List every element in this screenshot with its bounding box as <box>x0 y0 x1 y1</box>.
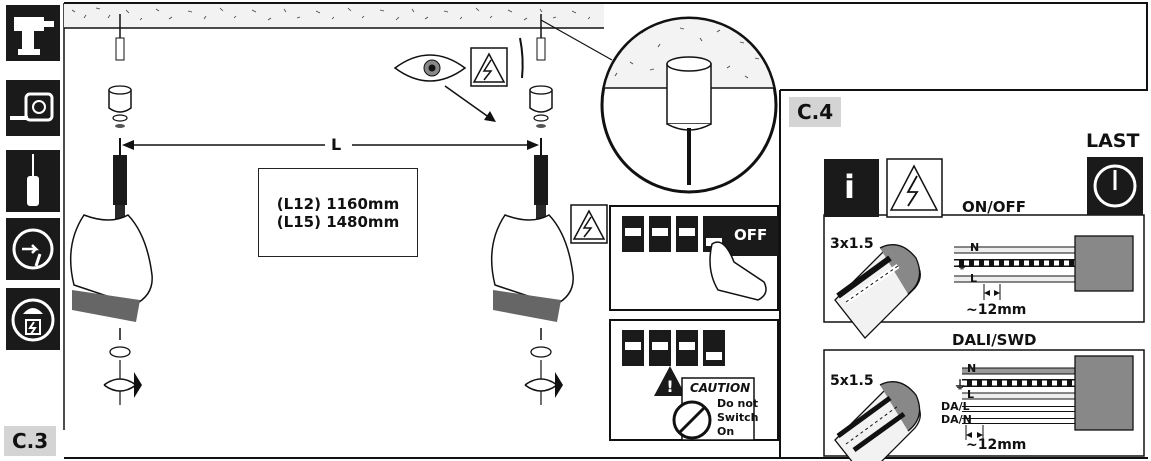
earth-icon: ⏚ <box>954 378 967 392</box>
length-row-l12: (L12) 1160mm <box>259 195 417 213</box>
wire-l-label: L <box>970 272 978 285</box>
electrician-icon <box>6 288 60 350</box>
wire-l-label: L <box>967 388 975 401</box>
strip-length-dali: ~12mm <box>966 437 1027 453</box>
caution-title: CAUTION <box>690 381 751 395</box>
wire-dan-label: DA/N <box>941 413 972 426</box>
distance-label: L <box>331 135 342 154</box>
length-value: 1480mm <box>326 213 400 231</box>
screwdriver-icon <box>6 150 60 212</box>
length-value: 1160mm <box>326 195 400 213</box>
wire-n-label: N <box>967 362 977 375</box>
tape-measure-icon <box>6 80 60 136</box>
earth-icon: ⏚ <box>956 258 969 272</box>
step-c3-label: C.3 <box>4 426 57 456</box>
cable-onoff-label: 3x1.5 <box>830 236 874 252</box>
wire-n-label: N <box>970 241 980 254</box>
length-model: (L12) <box>276 195 321 213</box>
length-values-box: (L12) 1160mm (L15) 1480mm <box>258 168 418 257</box>
svg-text:!: ! <box>666 377 673 396</box>
caution-line2: Switch <box>717 411 759 424</box>
caution-line3: On <box>717 425 735 438</box>
length-model: (L15) <box>276 213 321 231</box>
wire-dal-label: DA/L <box>941 400 970 413</box>
drill-icon <box>6 5 60 61</box>
length-row-l15: (L15) 1480mm <box>259 213 417 231</box>
last-label: LAST <box>1086 130 1140 152</box>
off-label: OFF <box>734 226 768 244</box>
power-off-icon <box>6 218 60 280</box>
cable-dali-label: 5x1.5 <box>830 373 874 389</box>
strip-length-onoff: ~12mm <box>966 302 1027 318</box>
step-c4-label: C.4 <box>789 97 842 127</box>
dali-label: DALI/SWD <box>952 331 1037 349</box>
onoff-label: ON/OFF <box>962 198 1027 216</box>
caution-line1: Do not <box>717 397 759 410</box>
info-icon: i <box>844 168 855 206</box>
